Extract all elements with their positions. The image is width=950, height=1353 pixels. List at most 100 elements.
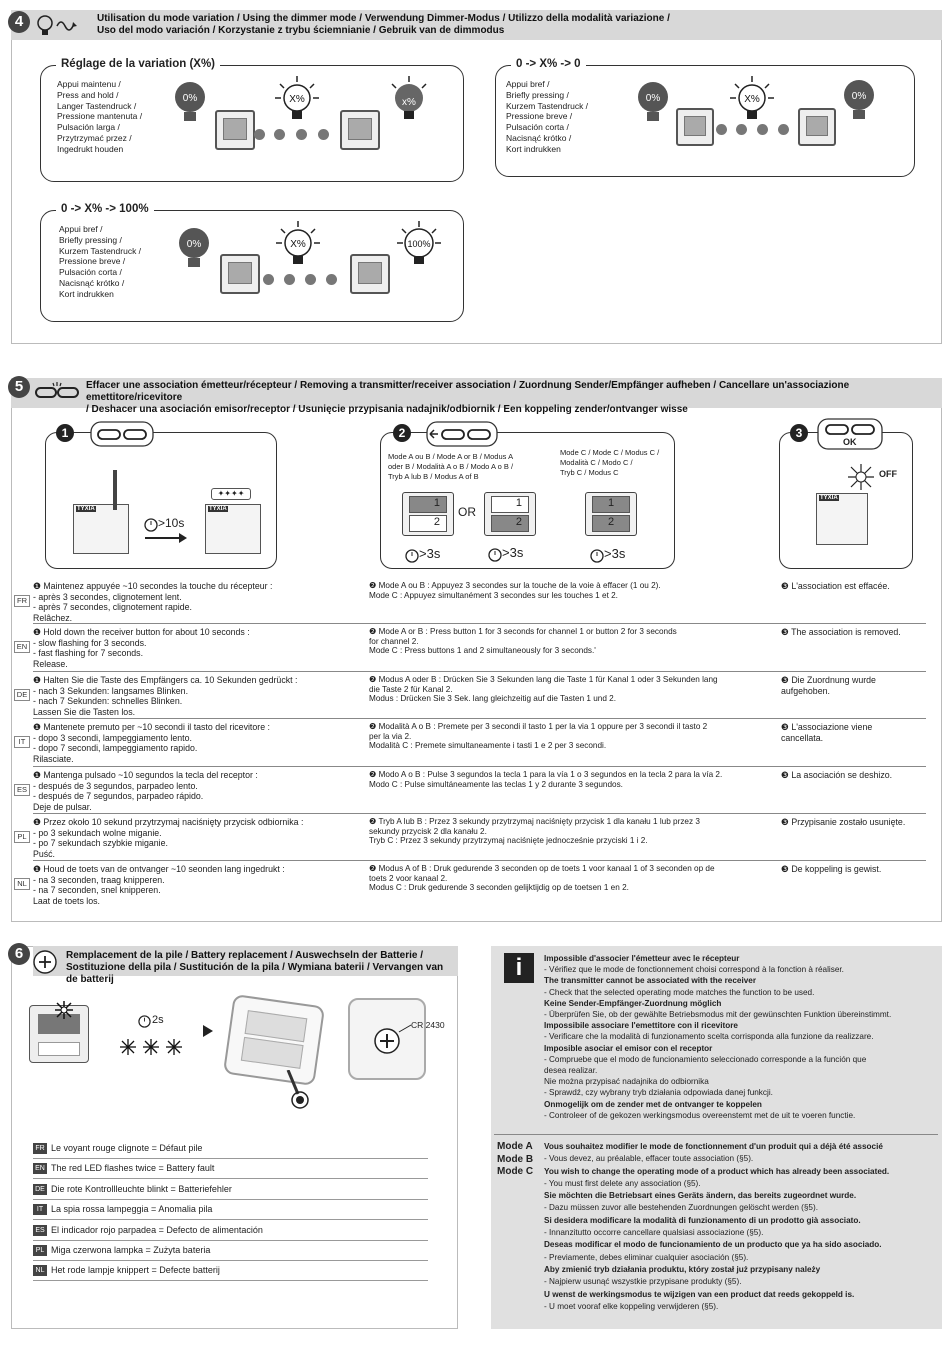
- section-header-6: [33, 946, 458, 976]
- mode-ab-label: Mode A ou B / Mode A or B / Modus A oder…: [388, 452, 514, 481]
- step1-instruction: ❶ Przez około 10 sekund przytrzymaj naci…: [33, 817, 304, 859]
- off-label: OFF: [879, 469, 897, 479]
- battery-fault-item: ES El indicador rojo parpadea = Defecto d…: [33, 1223, 428, 1241]
- ok-label: OK: [843, 437, 857, 447]
- timer-icon: [138, 1015, 151, 1028]
- row-divider: [33, 623, 926, 624]
- battery-fault-item: IT La spia rossa lampeggia = Anomalia pil…: [33, 1202, 428, 1221]
- modes-label: Mode A Mode B Mode C: [497, 1141, 534, 1177]
- step1-instruction: ❶ Houd de toets van de ontvanger ~10 seo…: [33, 864, 285, 906]
- bulb-label: X%: [290, 239, 306, 250]
- timer-icon: [144, 518, 158, 532]
- lang-code: IT: [33, 1204, 47, 1216]
- brand-label: TYXIA: [208, 506, 228, 512]
- lang-code: FR: [33, 1143, 47, 1154]
- step2-instruction: ❷ Modo A o B : Pulse 3 segundos la tecla…: [369, 770, 723, 789]
- battery-plus-icon: [374, 1028, 400, 1054]
- lang-code: IT: [14, 736, 30, 748]
- step2-instruction: ❷ Modalità A o B : Premete per 3 secondi…: [369, 722, 708, 751]
- key-2: 2: [409, 515, 447, 532]
- switch-press-1: [220, 254, 260, 294]
- timer-icon: [488, 548, 502, 562]
- step-number-2: 2: [393, 424, 411, 442]
- key-1: 1: [592, 496, 630, 513]
- brand-label: TYXIA: [819, 495, 839, 501]
- bulb-label: 100%: [407, 239, 430, 249]
- mode-c-label: Mode C / Mode C / Modus C / Modalità C /…: [560, 448, 660, 477]
- info-heading: Aby zmienić tryb działania produktu, któ…: [544, 1264, 821, 1274]
- play-arrow-icon: [203, 1025, 213, 1037]
- toggle-text: Appui bref / Briefly pressing / Kurzem T…: [506, 79, 589, 154]
- info-heading: Si desidera modificare la modalità di fu…: [544, 1215, 861, 1225]
- progress-dot: [274, 129, 285, 140]
- row-divider: [33, 766, 926, 767]
- receiver-module-flashing: TYXIA: [205, 504, 261, 554]
- key-1: 1: [409, 496, 447, 513]
- bulb-dimmer-icon: [37, 15, 77, 35]
- step2-instruction: ❷ Modus A of B : Druk gedurende 3 second…: [369, 864, 715, 893]
- lang-code: DE: [14, 689, 30, 701]
- info-heading: Imposible asociar el emisor con el recep…: [544, 1043, 713, 1053]
- lang-code: EN: [33, 1163, 47, 1175]
- progress-dot: [284, 274, 295, 285]
- progress-dot: [296, 129, 307, 140]
- info-heading: U wenst de werkingsmodus te wijzigen van…: [544, 1289, 855, 1299]
- info-icon: i: [504, 953, 534, 983]
- step2-instruction: ❷ Tryb A lub B : Przez 3 sekundy przytrz…: [369, 817, 700, 846]
- step1-instruction: ❶ Mantenete premuto per ~10 secondi il t…: [33, 722, 270, 764]
- info-text: - Verificare che la modalità di funziona…: [544, 1032, 874, 1042]
- switch-press-1: [676, 108, 714, 146]
- info-heading: You wish to change the operating mode of…: [544, 1166, 890, 1176]
- dimming-adjust-text: Appui maintenu / Press and hold / Langer…: [57, 79, 143, 154]
- screwdriver-rotate-icon: [286, 1070, 309, 1109]
- key-2: 2: [491, 515, 529, 532]
- receiver-module: TYXIA: [73, 504, 129, 554]
- bulb-label: X%: [744, 94, 760, 105]
- info-heading: Deseas modificar el modo de funcionamien…: [544, 1240, 882, 1250]
- time-2s: 2s: [152, 1014, 164, 1026]
- step3-instruction: ❸ Przypisanie zostało usunięte.: [781, 817, 906, 827]
- section-header-5: [11, 378, 942, 408]
- step3-instruction: ❸ Die Zuordnung wurde aufgehoben.: [781, 675, 876, 696]
- step1-instruction: ❶ Halten Sie die Taste des Empfängers ca…: [33, 675, 298, 717]
- info-heading: Impossibile associare l'emettitore con i…: [544, 1021, 738, 1031]
- bulb-0-icon: 0%: [175, 82, 205, 121]
- step1-instruction: ❶ Hold down the receiver button for abou…: [33, 627, 250, 669]
- time-3s: >3s: [604, 546, 626, 561]
- plus-circle-icon: [33, 950, 57, 974]
- lang-code: ES: [33, 1224, 47, 1236]
- info-text: - Vérifiez que le mode de fonctionnement…: [544, 965, 844, 975]
- lang-code: EN: [14, 641, 30, 653]
- bulb-0-icon: 0%: [638, 82, 668, 121]
- info-text: - Previamente, debes eliminar cualquier …: [544, 1252, 749, 1262]
- battery-fault-text: El indicador rojo parpadea = Defecto de …: [51, 1224, 263, 1235]
- section-title-4: Utilisation du mode variation / Using th…: [97, 13, 670, 36]
- switch-press-2: [350, 254, 390, 294]
- section-number-6: 6: [8, 943, 30, 965]
- switch-press-2: [798, 108, 836, 146]
- key-2: 2: [592, 515, 630, 532]
- battery-fault-text: La spia rossa lampeggia = Anomalia pila: [51, 1204, 213, 1215]
- switch-both-keys-press: 1 2: [585, 492, 637, 536]
- timer-icon: [590, 549, 604, 563]
- info-divider: [494, 1134, 938, 1135]
- info-text: - Vous devez, au préalable, effacer tout…: [544, 1154, 754, 1164]
- info-text: - Compruebe que el modo de funcionamient…: [544, 1054, 867, 1076]
- info-text: - Innanzitutto occorre cancellare qualsi…: [544, 1228, 764, 1238]
- toggle-title: 0 -> X% -> 0: [511, 58, 586, 70]
- bulb-label: 0%: [183, 93, 198, 104]
- bulb-x-icon: X%: [730, 76, 774, 119]
- key-1: 1: [491, 496, 529, 513]
- time-3s: >3s: [502, 545, 524, 560]
- brand-label: TYXIA: [76, 506, 96, 512]
- step2-instruction: ❷ Modus A oder B : Drücken Sie 3 Sekunde…: [369, 675, 718, 704]
- info-troubleshoot-block: Impossible d'associer l'émetteur avec le…: [544, 953, 936, 1121]
- led-flash-icon: [55, 1001, 73, 1019]
- info-mode-change-block: Vous souhaitez modifier le mode de fonct…: [544, 1141, 936, 1313]
- bulb-label: x%: [402, 97, 416, 108]
- progress-dot: [736, 124, 747, 135]
- progress-dot: [318, 129, 329, 140]
